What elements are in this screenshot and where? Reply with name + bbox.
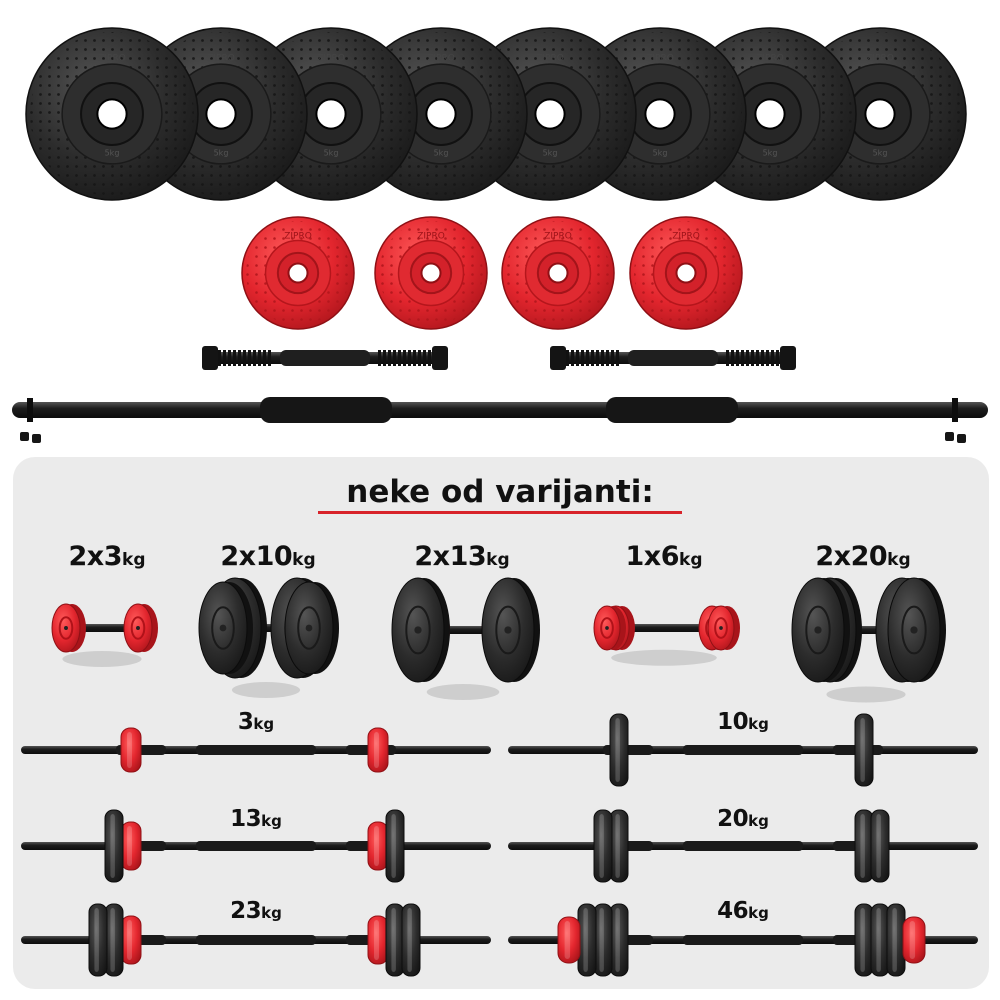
plate-emboss-brand: ZIPRO: [427, 54, 455, 64]
barbell-13kg: [21, 809, 491, 883]
plate-emboss-weight: 5kg: [434, 148, 449, 157]
red-plate: ZIPRO: [629, 216, 743, 330]
label-barbell-23kg: 23kg: [230, 898, 282, 924]
dumbbell-handle-right: [550, 346, 796, 370]
plate-emboss-weight: 5kg: [105, 148, 120, 157]
dumbbell-handle-left: [202, 346, 448, 370]
label-barbell-46kg: 46kg: [717, 898, 769, 924]
plate-emboss-weight: 5kg: [324, 148, 339, 157]
plates-showcase: ZIPRO5kgZIPRO5kgZIPRO5kgZIPRO5kgZIPRO5kg…: [25, 27, 967, 330]
plate-emboss-brand: ZIPRO: [866, 54, 894, 64]
label-dumbbell-2x10kg: 2x10kg: [220, 541, 316, 572]
black-plate-5kg: ZIPRO 5kg: [25, 27, 199, 201]
plate-emboss-weight: 5kg: [214, 148, 229, 157]
label-barbell-3kg: 3kg: [237, 709, 275, 735]
label-dumbbell-1x6kg: 1x6kg: [625, 541, 703, 572]
label-dumbbell-2x20kg: 2x20kg: [815, 541, 911, 572]
red-plate: ZIPRO: [241, 216, 355, 330]
dumbbell-2x20kg: [791, 577, 946, 703]
variants-heading: neke od varijanti:: [346, 474, 654, 510]
barbell-10kg: [508, 713, 978, 787]
plate-emboss-brand: ZIPRO: [317, 54, 345, 64]
plate-emboss-weight: 5kg: [873, 148, 888, 157]
barbell-3kg: [21, 727, 491, 773]
plate-emboss-weight: 5kg: [543, 148, 558, 157]
barbell-bar: [12, 397, 988, 443]
label-barbell-20kg: 20kg: [717, 806, 769, 832]
plate-emboss-brand: ZIPRO: [536, 54, 564, 64]
plate-emboss-brand: ZIPRO: [207, 54, 235, 64]
plate-emboss-brand: ZIPRO: [417, 231, 445, 241]
plate-emboss-brand: ZIPRO: [284, 231, 312, 241]
dumbbell-2x3kg: [51, 603, 158, 667]
plate-emboss-brand: ZIPRO: [544, 231, 572, 241]
dumbbell-1x6kg: [593, 605, 740, 666]
plate-emboss-weight: 5kg: [763, 148, 778, 157]
heading-underline: [318, 511, 682, 514]
bars-showcase: [12, 346, 988, 443]
label-dumbbell-2x3kg: 2x3kg: [68, 541, 146, 572]
red-plate: ZIPRO: [501, 216, 615, 330]
dumbbell-2x13kg: [391, 577, 540, 700]
plate-emboss-brand: ZIPRO: [756, 54, 784, 64]
plate-emboss-brand: ZIPRO: [98, 54, 126, 64]
barbell-20kg: [508, 809, 978, 883]
barbell-46kg: [508, 903, 978, 977]
red-plate: ZIPRO: [374, 216, 488, 330]
label-barbell-10kg: 10kg: [717, 709, 769, 735]
dumbbell-2x10kg: [198, 577, 339, 698]
plate-emboss-brand: ZIPRO: [646, 54, 674, 64]
barbell-23kg: [21, 903, 491, 977]
plate-emboss-weight: 5kg: [653, 148, 668, 157]
variants-panel: [13, 457, 989, 989]
label-barbell-13kg: 13kg: [230, 806, 282, 832]
plate-emboss-brand: ZIPRO: [672, 231, 700, 241]
label-dumbbell-2x13kg: 2x13kg: [414, 541, 510, 572]
